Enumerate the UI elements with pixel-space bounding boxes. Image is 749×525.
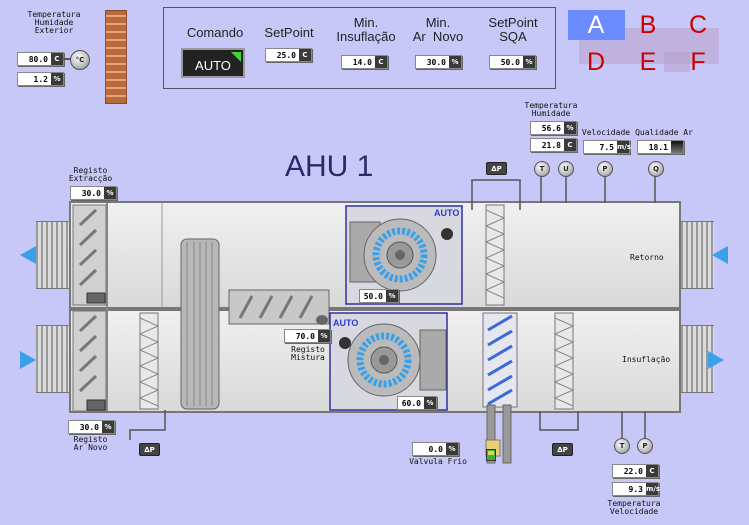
- dp-fresh-filter-icon: ΔP: [139, 443, 160, 456]
- supply-arrow-icon: [708, 351, 724, 369]
- return-temp-field[interactable]: 56.6%: [530, 121, 577, 135]
- fresh-air-arrow-icon: [20, 351, 36, 369]
- sensor-wire: [62, 58, 72, 60]
- return-arrow-icon: [712, 246, 728, 264]
- wall-icon: [105, 10, 127, 104]
- comando-button[interactable]: AUTO: [181, 48, 245, 78]
- page-title: AHU 1: [285, 150, 374, 183]
- valve-icon: [482, 447, 500, 463]
- valvula-frio-label: Valvula Frio: [409, 457, 467, 466]
- supply-vel-sensor-icon: P: [637, 438, 653, 454]
- status-led-icon: [231, 52, 241, 62]
- nav-f-button[interactable]: F: [690, 48, 706, 76]
- registo-mistura-field[interactable]: 70.0%: [284, 329, 331, 343]
- return-qualidade-field[interactable]: 18.1: [637, 140, 684, 154]
- registo-ar-novo-field[interactable]: 30.0%: [68, 420, 115, 434]
- comando-value: AUTO: [195, 58, 231, 73]
- supply-temp-sensor-icon: T: [614, 438, 630, 454]
- fan-supply-mode[interactable]: AUTO: [333, 318, 359, 328]
- return-temp-sensor-icon: T: [534, 161, 550, 177]
- fan-return-field[interactable]: 50.0%: [359, 289, 399, 303]
- velocidade-label: Velocidade: [581, 128, 631, 137]
- dp-return-filter-icon: ΔP: [486, 162, 507, 175]
- setpoint-sqa-label: SetPoint SQA: [488, 15, 538, 44]
- qualidade-label: Qualidade Ar: [635, 128, 693, 137]
- return-vel-sensor-icon: P: [597, 161, 613, 177]
- fresh-inlet-flex: [36, 325, 69, 393]
- registo-extraccao-label: Registo Extracção: [68, 166, 113, 183]
- registo-ar-novo-label: Registo Ar Novo: [73, 435, 108, 452]
- exterior-sensor-icon: °C: [70, 50, 90, 70]
- retorno-label: Retorno: [630, 253, 664, 262]
- exterior-hum-field[interactable]: 1.2%: [17, 72, 64, 86]
- supply-sensors-label: Temperatura Velocidade: [607, 499, 661, 516]
- nav-c-button[interactable]: C: [688, 11, 708, 39]
- min-ar-novo-field[interactable]: 30.0%: [415, 55, 462, 69]
- registo-extraccao-field[interactable]: 30.0%: [70, 186, 117, 200]
- ahu-outline-icon: [579, 20, 719, 72]
- min-insuflacao-label: Min. Insuflação: [336, 15, 396, 44]
- ahu-nav-grid: A B C D E F: [568, 10, 726, 82]
- min-ar-novo-label: Min. Ar Novo: [412, 15, 464, 44]
- fan-return-mode[interactable]: AUTO: [434, 208, 460, 218]
- comando-label: Comando: [186, 25, 244, 40]
- return-temp-hum-label: Temperatura Humidade: [524, 101, 578, 118]
- return-outlet-flex: [681, 221, 714, 289]
- nav-b-button[interactable]: B: [639, 11, 657, 39]
- nav-e-button[interactable]: E: [639, 48, 657, 76]
- valvula-frio-field[interactable]: 0.0%: [412, 442, 459, 456]
- setpoint-sqa-field[interactable]: 50.0%: [489, 55, 536, 69]
- exhaust-arrow-icon: [20, 246, 36, 264]
- nav-d-button[interactable]: D: [586, 48, 606, 76]
- nav-a-button[interactable]: A: [568, 10, 625, 40]
- fan-supply-field[interactable]: 60.0%: [397, 396, 437, 410]
- registo-mistura-label: Registo Mistura: [291, 345, 325, 362]
- return-inlet-flex: [36, 221, 69, 289]
- setpoint-label: SetPoint: [264, 25, 314, 40]
- return-air-quality-sensor-icon: Q: [648, 161, 664, 177]
- insuflacao-label: Insuflação: [622, 355, 671, 364]
- exterior-label: Temperatura Humidade Exterior: [27, 10, 81, 35]
- dp-supply-filter-icon: ΔP: [552, 443, 573, 456]
